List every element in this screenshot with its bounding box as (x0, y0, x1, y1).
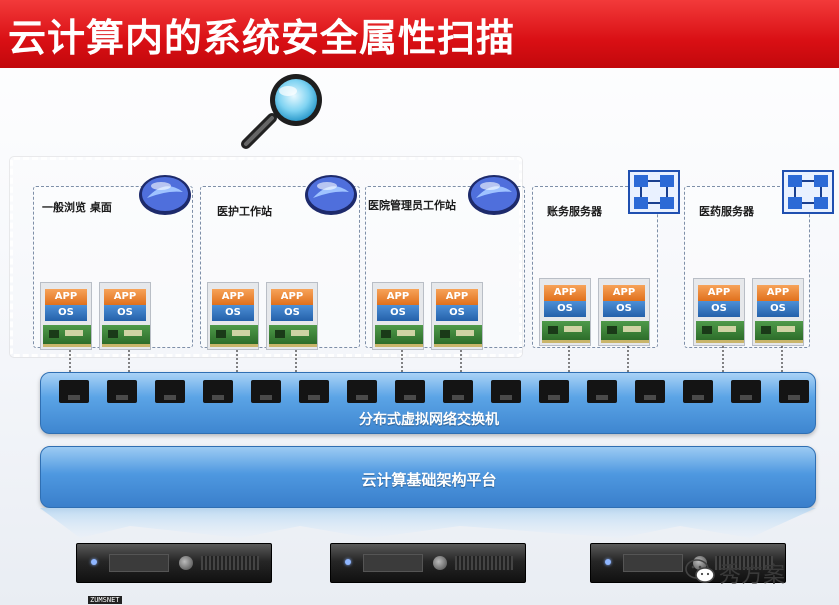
drive-bay (623, 554, 683, 572)
switch-port (779, 380, 809, 403)
network-icon (782, 170, 834, 214)
power-button (433, 556, 447, 570)
switch-port (683, 380, 713, 403)
watermark: 秀方案 (683, 553, 823, 593)
vent-grille (201, 556, 259, 570)
power-led (605, 559, 611, 565)
vm-app-os: APP OS (431, 282, 483, 350)
platform-funnel (40, 508, 816, 538)
cloud-icon (139, 175, 191, 215)
app-label: APP (436, 289, 478, 305)
group-label: 医药服务器 (699, 205, 754, 218)
vm-app-os: APP OS (598, 278, 650, 346)
network-card (375, 325, 423, 347)
switch-label: 分布式虚拟网络交换机 (359, 412, 499, 428)
network-card (210, 325, 258, 347)
vm-app-os: APP OS (752, 278, 804, 346)
switch-port (251, 380, 281, 403)
drive-bay (109, 554, 169, 572)
app-label: APP (45, 289, 87, 305)
switch-port (443, 380, 473, 403)
os-label: OS (104, 305, 146, 321)
os-label: OS (212, 305, 254, 321)
vm-app-os: APP OS (372, 282, 424, 350)
vm-app-os: APP OS (207, 282, 259, 350)
vm-app-os: APP OS (99, 282, 151, 350)
network-card (542, 321, 590, 343)
cloud-icon (305, 175, 357, 215)
power-led (91, 559, 97, 565)
app-label: APP (104, 289, 146, 305)
physical-server (330, 543, 526, 583)
app-label: APP (603, 285, 645, 301)
vent-grille (715, 556, 773, 570)
watermark-text: 秀方案 (719, 563, 786, 588)
switch-port (731, 380, 761, 403)
cloud-infrastructure-platform: 云计算基础架构平台 (40, 446, 816, 508)
network-card (696, 321, 744, 343)
os-label: OS (45, 305, 87, 321)
network-card (43, 325, 91, 347)
physical-server (76, 543, 272, 583)
switch-port (347, 380, 377, 403)
watermark-small-text: ZUMSNET (88, 596, 122, 604)
app-label: APP (271, 289, 313, 305)
os-label: OS (698, 301, 740, 317)
wechat-icon (685, 559, 715, 583)
network-card (601, 321, 649, 343)
network-card (102, 325, 150, 347)
switch-port (59, 380, 89, 403)
vm-app-os: APP OS (40, 282, 92, 350)
drive-bay (363, 554, 423, 572)
vm-app-os: APP OS (266, 282, 318, 350)
vm-app-os: APP OS (693, 278, 745, 346)
app-label: APP (544, 285, 586, 301)
app-label: APP (757, 285, 799, 301)
switch-port (299, 380, 329, 403)
page-title: 云计算内的系统安全属性扫描 (8, 15, 516, 60)
os-label: OS (603, 301, 645, 317)
group-label: 医护工作站 (217, 205, 272, 218)
app-label: APP (698, 285, 740, 301)
vent-grille (455, 556, 513, 570)
switch-port (203, 380, 233, 403)
os-label: OS (377, 305, 419, 321)
app-label: APP (212, 289, 254, 305)
switch-port (491, 380, 521, 403)
power-button (179, 556, 193, 570)
network-card (434, 325, 482, 347)
switch-port (635, 380, 665, 403)
os-label: OS (436, 305, 478, 321)
os-label: OS (757, 301, 799, 317)
network-icon (628, 170, 680, 214)
group-label: 一般浏览 桌面 (42, 201, 112, 214)
group-label: 账务服务器 (547, 205, 602, 218)
selection-frame (10, 157, 522, 357)
app-label: APP (377, 289, 419, 305)
power-led (345, 559, 351, 565)
vm-app-os: APP OS (539, 278, 591, 346)
network-card (755, 321, 803, 343)
title-bar: 云计算内的系统安全属性扫描 (0, 0, 839, 68)
switch-port (587, 380, 617, 403)
os-label: OS (544, 301, 586, 317)
group-label: 医院管理员工作站 (368, 199, 456, 212)
switch-port (395, 380, 425, 403)
distributed-virtual-switch: 分布式虚拟网络交换机 (40, 372, 816, 434)
os-label: OS (271, 305, 313, 321)
network-card (269, 325, 317, 347)
magnifier-icon (241, 74, 322, 149)
switch-port (107, 380, 137, 403)
switch-port (539, 380, 569, 403)
platform-label: 云计算基础架构平台 (361, 471, 497, 489)
switch-port (155, 380, 185, 403)
cloud-icon (468, 175, 520, 215)
